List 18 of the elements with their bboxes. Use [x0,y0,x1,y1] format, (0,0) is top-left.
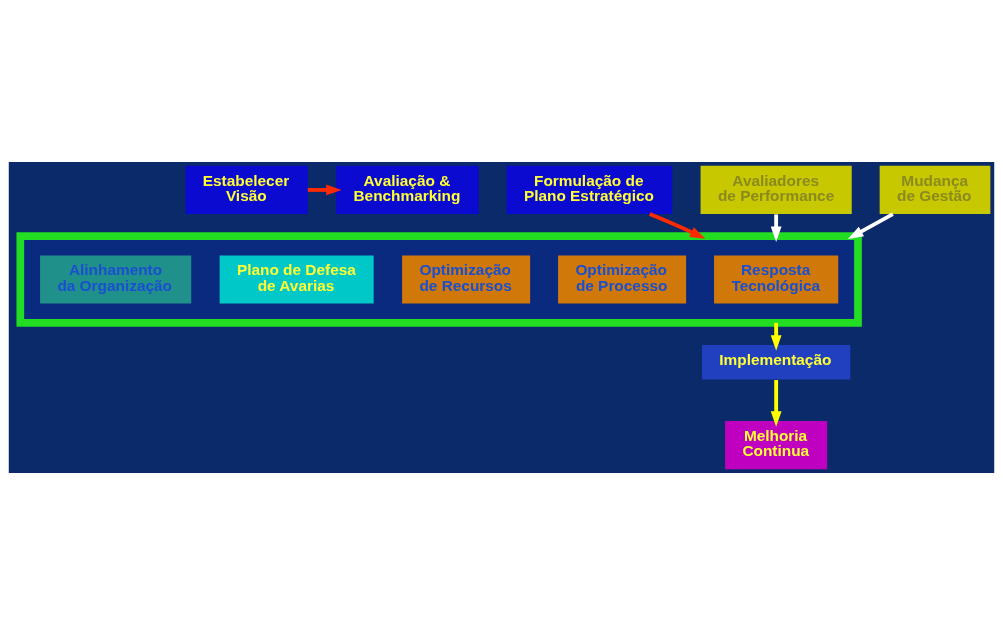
arrow [847,212,894,239]
arrow [770,380,782,427]
node-box: Avaliadores de Performance [700,165,852,214]
node-box: Alinhamento da Organização [40,255,192,304]
node-box: Optimização de Recursos [402,255,531,304]
node-box: Optimização de Processo [558,255,687,304]
arrow [307,184,342,196]
node-box: Plano de Defesa de Avarias [219,255,374,304]
node-box: Implementação [702,344,851,380]
arrow [770,214,782,242]
arrow [648,212,706,239]
cluster [16,232,862,327]
node-box: Mudança de Gestão [879,165,991,214]
node-box: Resposta Tecnológica [714,255,839,304]
node-box: Estabelecer Visão [185,165,308,214]
node-box: Formulação de Plano Estratégico [506,165,673,214]
node-box: Melhoria Continua [725,421,828,470]
node-box: Avaliação & Benchmarking [336,165,479,214]
